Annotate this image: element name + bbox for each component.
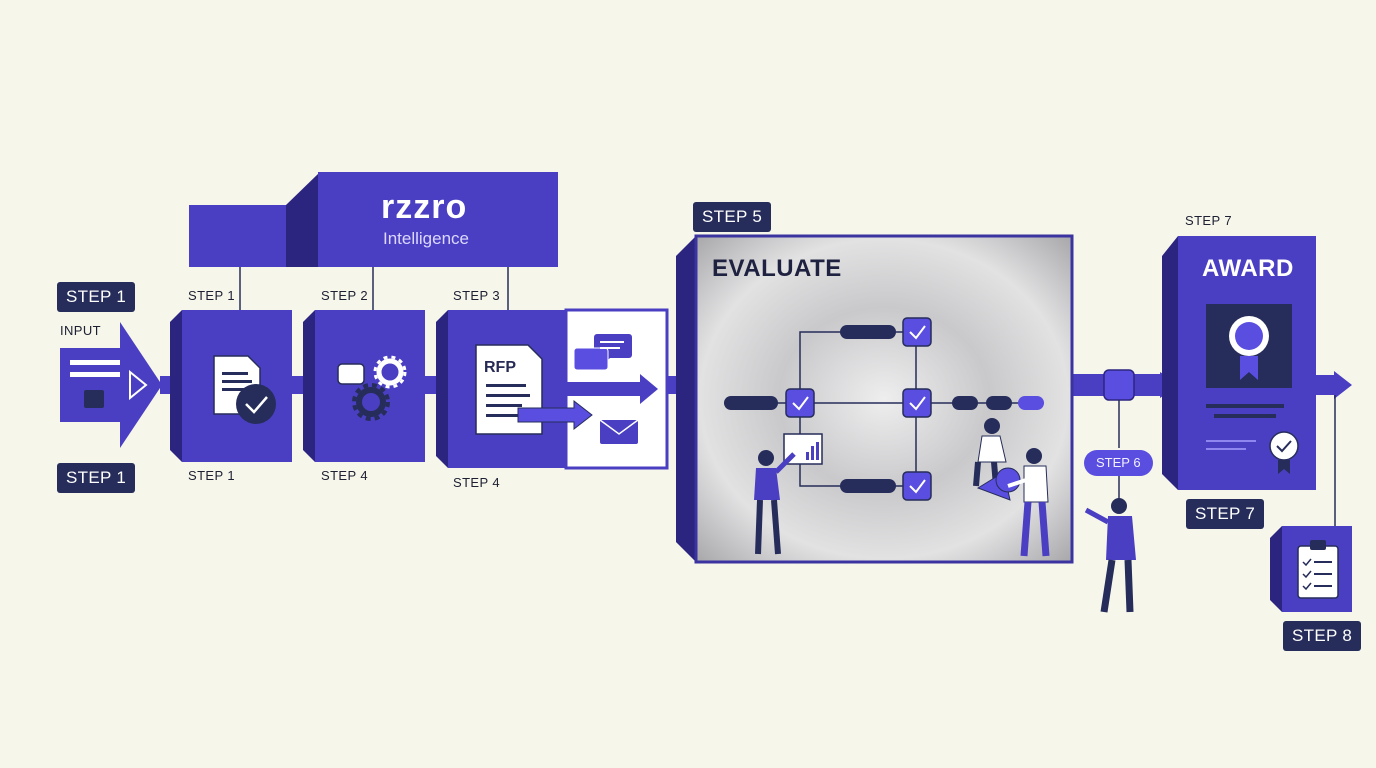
mail-icon [599, 419, 639, 444]
evaluate-title: EVALUATE [712, 255, 842, 282]
block-2-gears [303, 310, 425, 462]
step-badge-step1-bottom: STEP 1 [57, 463, 136, 493]
person-icon [1084, 498, 1136, 613]
block-1-top-label: STEP 1 [188, 288, 235, 303]
evaluate-panel [676, 234, 1074, 564]
step-badge-step1-top: STEP 1 [57, 282, 136, 312]
input-arrow [60, 322, 162, 448]
chat-icon [573, 334, 632, 371]
block-1-document [170, 310, 292, 462]
block-2-bottom-label: STEP 4 [321, 468, 368, 483]
input-label: INPUT [60, 323, 101, 338]
medal-icon [1229, 316, 1269, 380]
block-3-top-label: STEP 3 [453, 288, 500, 303]
block-2-top-label: STEP 2 [321, 288, 368, 303]
clipboard-icon [1297, 540, 1339, 599]
clipboard-box [1270, 526, 1352, 612]
check-icon [785, 317, 932, 501]
brand-tagline: Intelligence [383, 229, 470, 248]
step-badge-step8: STEP 8 [1283, 621, 1362, 651]
block-3-bottom-label: STEP 4 [453, 475, 500, 490]
person-icon [1007, 448, 1050, 557]
award-title: AWARD [1202, 255, 1294, 282]
step7-top-label: STEP 7 [1185, 213, 1232, 228]
step6-pill: STEP 6 [1084, 450, 1153, 476]
step-badge-step5: STEP 5 [693, 202, 772, 232]
brand-name: rzzro [381, 188, 468, 226]
block-3-rfp [436, 308, 669, 470]
step-badge-step7: STEP 7 [1186, 499, 1265, 529]
rfp-label: RFP [484, 359, 516, 376]
document-check-icon [213, 355, 276, 424]
award-panel [1162, 236, 1316, 490]
person-icon [754, 450, 796, 555]
brand-header-box [189, 172, 558, 310]
gear-icon [337, 355, 407, 421]
block-1-bottom-label: STEP 1 [188, 468, 235, 483]
